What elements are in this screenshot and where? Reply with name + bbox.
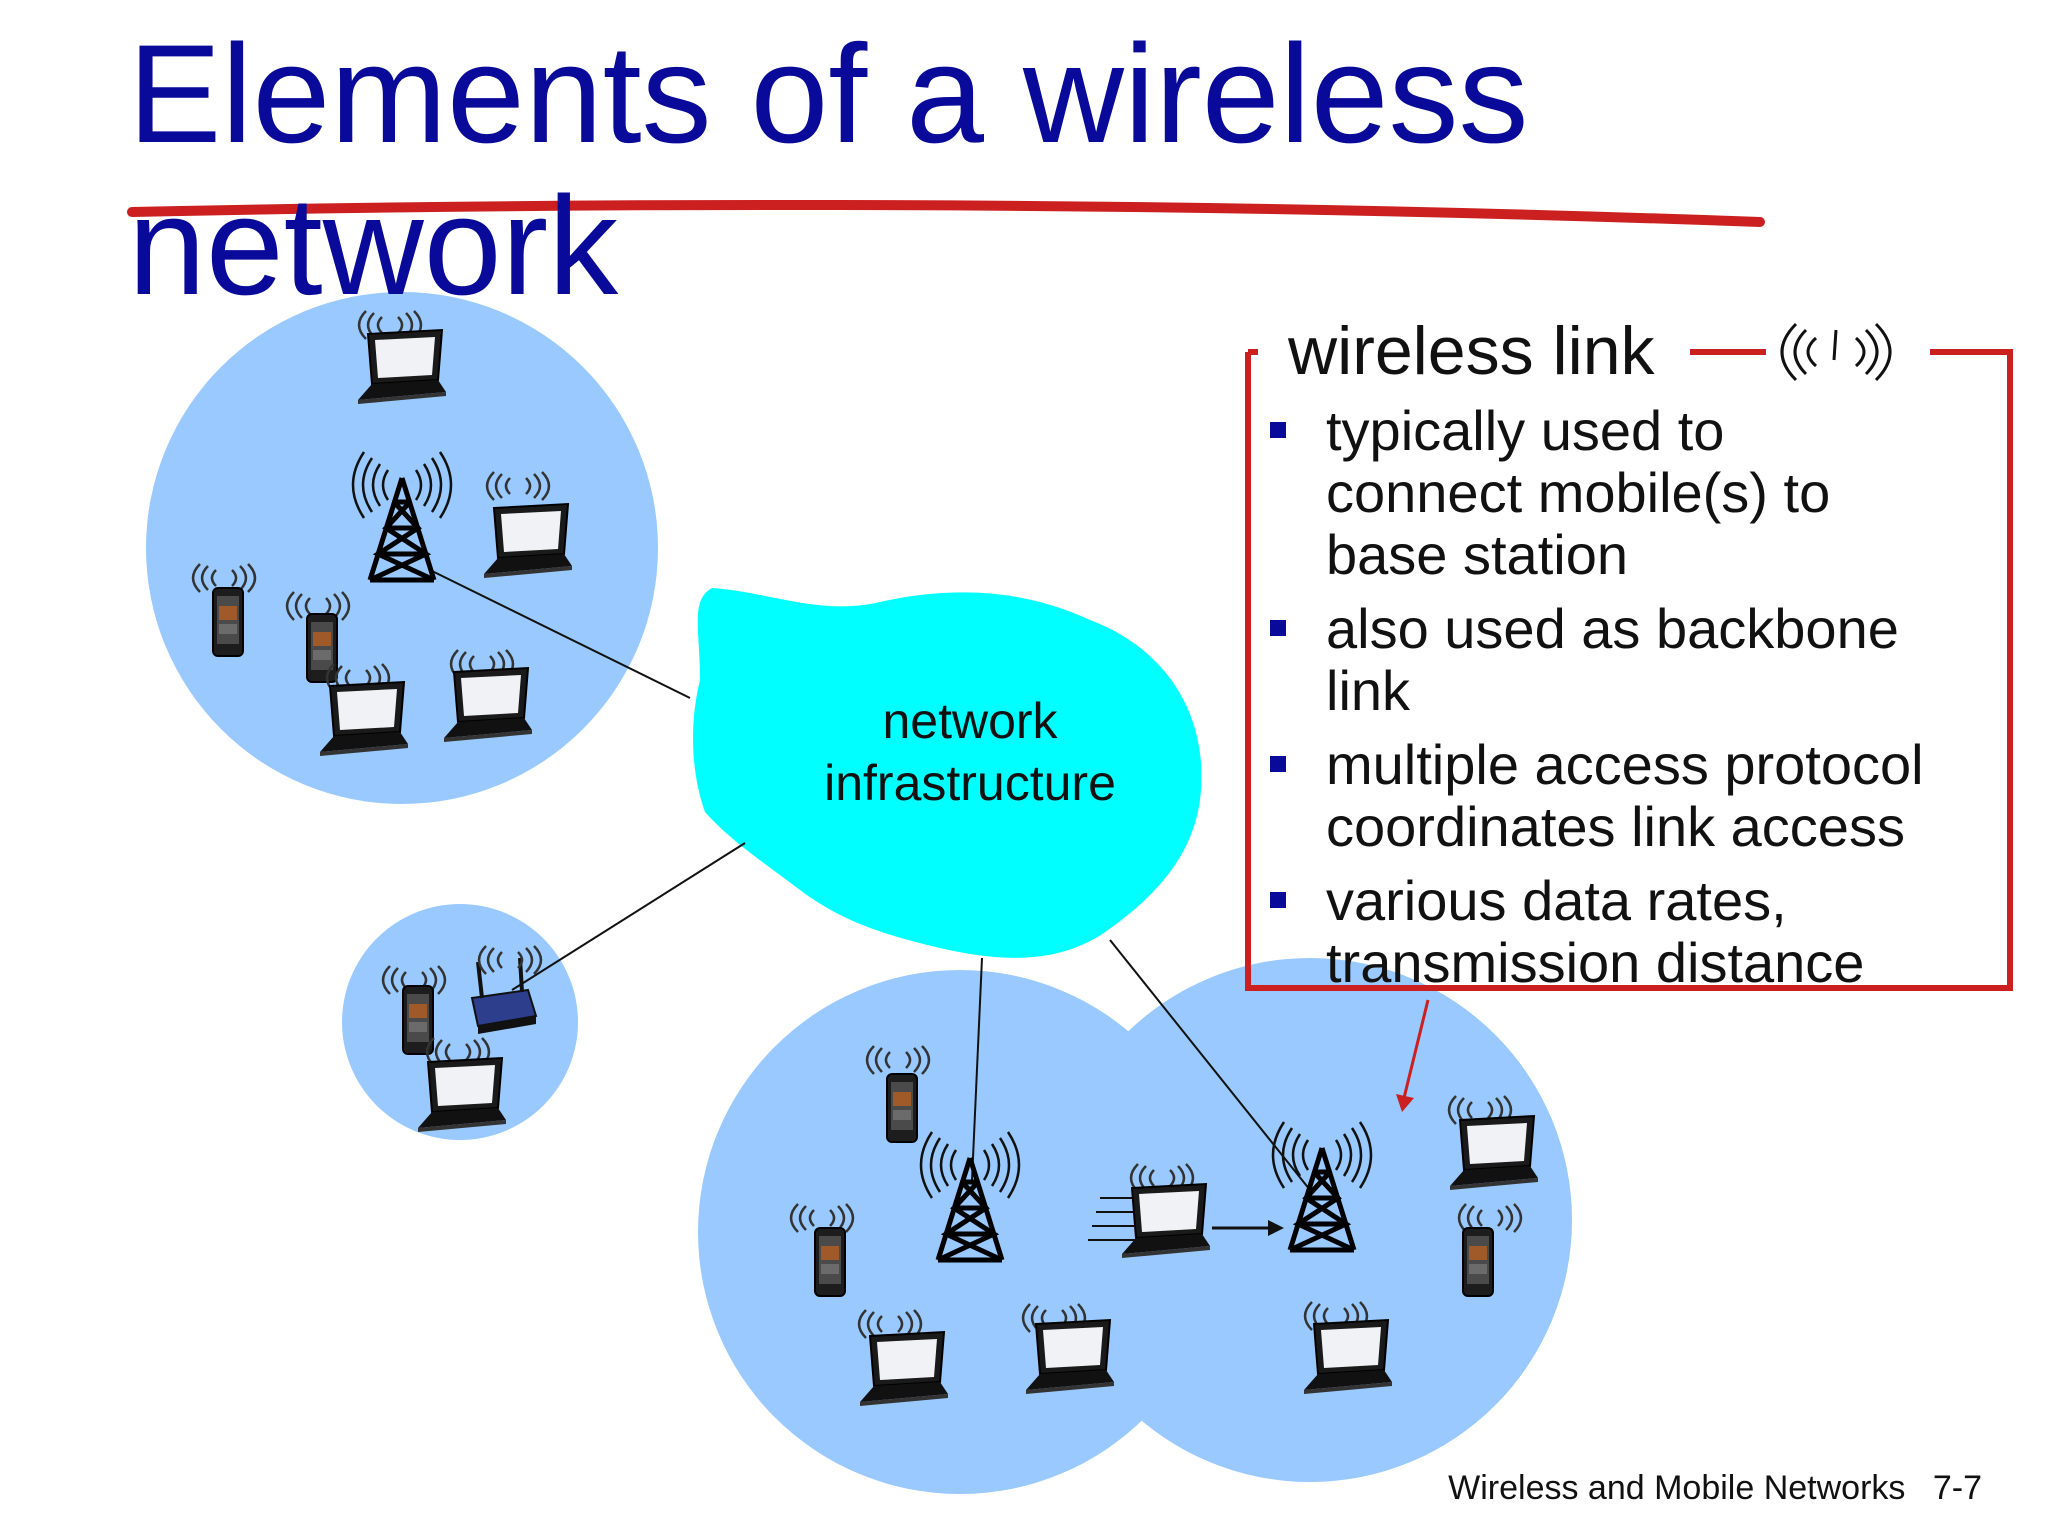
laptop-icon xyxy=(859,1331,949,1407)
laptop-icon xyxy=(417,1057,507,1133)
cloud-label-line-1: network xyxy=(882,693,1058,749)
bullet-line: also used as backbone xyxy=(1326,597,1899,660)
footer-text: Wireless and Mobile Networks xyxy=(1448,1469,1906,1507)
bullet-line: multiple access protocol xyxy=(1326,733,1924,796)
phone-icon xyxy=(1462,1227,1494,1297)
page-number: 7-7 xyxy=(1932,1469,1982,1507)
laptop-icon xyxy=(483,503,573,579)
title-line-1: Elements of a wireless xyxy=(128,15,1529,172)
annotation-arrow xyxy=(1402,999,1430,1099)
bullet-item: multiple access protocol coordinates lin… xyxy=(1270,734,2000,858)
laptop-icon xyxy=(443,667,533,743)
bullet-square-icon xyxy=(1270,620,1286,636)
callout-title: wireless link xyxy=(1278,312,1671,390)
cloud-label-line-2: infrastructure xyxy=(824,755,1116,811)
laptop-icon xyxy=(357,329,447,405)
slide-title: Elements of a wireless network xyxy=(128,18,1628,322)
bullet-line: typically used to xyxy=(1326,399,1725,462)
strike-annotation xyxy=(127,199,1765,227)
bullet-line: base station xyxy=(1326,523,1628,586)
title-line-2: network xyxy=(128,167,619,324)
laptop-icon xyxy=(1025,1319,1115,1395)
phone-icon xyxy=(212,587,244,657)
laptop-icon xyxy=(1121,1183,1211,1259)
bullet-line: various data rates, xyxy=(1326,869,1787,932)
phone-icon xyxy=(814,1227,846,1297)
bullet-item: various data rates, transmission distanc… xyxy=(1270,870,2000,994)
bullet-line: connect mobile(s) to xyxy=(1326,461,1831,524)
motion-lines xyxy=(1088,1197,1140,1241)
laptop-icon xyxy=(1449,1115,1539,1191)
link-top-tower xyxy=(429,569,691,699)
bullet-item: also used as backbone link xyxy=(1270,598,2000,722)
bullet-line: link xyxy=(1326,659,1411,722)
slide-footer: Wireless and Mobile Networks 7-7 xyxy=(1430,1469,1982,1508)
laptop-icon xyxy=(1303,1319,1393,1395)
link-router xyxy=(511,842,746,991)
link-bottom-tower xyxy=(971,957,983,1181)
bullet-item: typically used to connect mobile(s) to b… xyxy=(1270,400,2000,586)
bullet-square-icon xyxy=(1270,892,1286,908)
phone-icon xyxy=(306,613,338,683)
phone-icon xyxy=(886,1073,918,1143)
wireless-link-icon xyxy=(1780,322,1892,382)
laptop-icon xyxy=(319,681,409,757)
network-cloud xyxy=(693,588,1202,958)
cell-bottom-right xyxy=(1048,958,1572,1482)
cloud-label: network infrastructure xyxy=(790,690,1150,814)
cell-top-left xyxy=(146,292,658,804)
bullet-square-icon xyxy=(1270,756,1286,772)
link-right-tower xyxy=(1109,939,1311,1191)
callout-border xyxy=(1245,349,2013,991)
callout-bullet-list: typically used to connect mobile(s) to b… xyxy=(1270,400,2000,1006)
bullet-line: transmission distance xyxy=(1326,931,1865,994)
bullet-line: coordinates link access xyxy=(1326,795,1905,858)
bullet-square-icon xyxy=(1270,422,1286,438)
